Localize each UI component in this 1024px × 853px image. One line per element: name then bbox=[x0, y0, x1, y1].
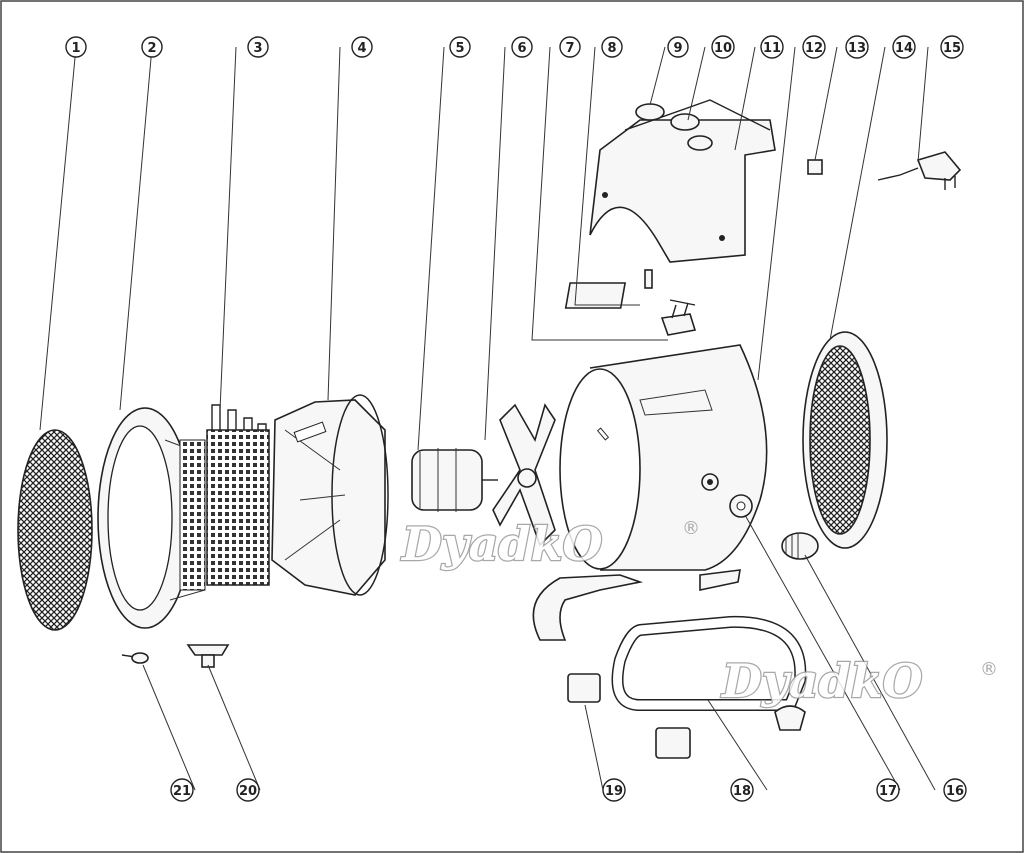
callout-9: 9 bbox=[667, 36, 689, 58]
callout-4: 4 bbox=[351, 36, 373, 58]
callouts: 1 2 3 4 5 6 7 8 9 10 11 12 13 14 15 16 1… bbox=[65, 35, 967, 802]
callout-17: 17 bbox=[876, 778, 900, 802]
svg-text:12: 12 bbox=[805, 41, 823, 56]
svg-text:17: 17 bbox=[879, 784, 897, 799]
svg-text:19: 19 bbox=[605, 784, 623, 799]
svg-text:2: 2 bbox=[147, 41, 156, 56]
watermark-center: DyadkO ® bbox=[399, 516, 700, 573]
part-fan-housing bbox=[271, 394, 389, 596]
part-main-drum bbox=[559, 344, 768, 571]
callout-14: 14 bbox=[892, 35, 916, 59]
part-thermostat bbox=[564, 269, 696, 309]
svg-text:11: 11 bbox=[763, 41, 781, 56]
part-fan-blade bbox=[492, 403, 556, 547]
callout-8: 8 bbox=[601, 36, 623, 58]
svg-text:DyadkO: DyadkO bbox=[720, 654, 923, 708]
svg-text:18: 18 bbox=[733, 784, 751, 799]
callout-21: 21 bbox=[170, 778, 194, 802]
svg-text:DyadkO: DyadkO bbox=[400, 517, 603, 571]
svg-text:®: ® bbox=[980, 659, 998, 680]
svg-text:21: 21 bbox=[173, 784, 191, 799]
svg-text:6: 6 bbox=[517, 41, 526, 56]
callout-20: 20 bbox=[236, 778, 260, 802]
part-motor bbox=[411, 448, 498, 512]
part-thermal-cutoff bbox=[186, 644, 230, 668]
part-knob bbox=[781, 532, 819, 560]
callout-6: 6 bbox=[511, 36, 533, 58]
svg-text:3: 3 bbox=[253, 41, 262, 56]
svg-text:5: 5 bbox=[455, 41, 464, 56]
svg-text:15: 15 bbox=[943, 41, 961, 56]
callout-18: 18 bbox=[730, 778, 754, 802]
callout-11: 11 bbox=[760, 35, 784, 59]
callout-1: 1 bbox=[65, 36, 87, 58]
callout-16: 16 bbox=[943, 778, 967, 802]
part-top-housing bbox=[589, 99, 776, 263]
svg-text:20: 20 bbox=[239, 784, 257, 799]
callout-5: 5 bbox=[449, 36, 471, 58]
part-front-grille bbox=[17, 429, 93, 631]
svg-text:10: 10 bbox=[714, 41, 732, 56]
callout-19: 19 bbox=[602, 778, 626, 802]
callout-3: 3 bbox=[247, 36, 269, 58]
svg-text:®: ® bbox=[682, 518, 700, 539]
callout-12: 12 bbox=[802, 35, 826, 59]
callout-13: 13 bbox=[845, 35, 869, 59]
svg-text:13: 13 bbox=[848, 41, 866, 56]
callout-15: 15 bbox=[940, 35, 964, 59]
svg-text:8: 8 bbox=[607, 41, 616, 56]
part-switch bbox=[660, 302, 697, 336]
svg-text:7: 7 bbox=[565, 41, 574, 56]
part-rear-grille bbox=[802, 331, 888, 549]
part-power-cord bbox=[877, 151, 962, 190]
part-heating-element bbox=[206, 404, 270, 586]
svg-text:9: 9 bbox=[673, 41, 682, 56]
part-fuse bbox=[121, 652, 149, 664]
leader-lines bbox=[39, 46, 936, 791]
part-feet bbox=[567, 673, 806, 759]
watermark-right: DyadkO ® bbox=[719, 653, 998, 710]
svg-text:1: 1 bbox=[71, 41, 80, 56]
svg-text:4: 4 bbox=[357, 41, 366, 56]
part-front-ring bbox=[97, 407, 206, 629]
part-stand bbox=[532, 569, 807, 711]
callout-2: 2 bbox=[141, 36, 163, 58]
svg-text:14: 14 bbox=[895, 41, 913, 56]
callout-10: 10 bbox=[711, 35, 735, 59]
svg-text:16: 16 bbox=[946, 784, 964, 799]
callout-7: 7 bbox=[559, 36, 581, 58]
part-nut bbox=[807, 159, 823, 175]
